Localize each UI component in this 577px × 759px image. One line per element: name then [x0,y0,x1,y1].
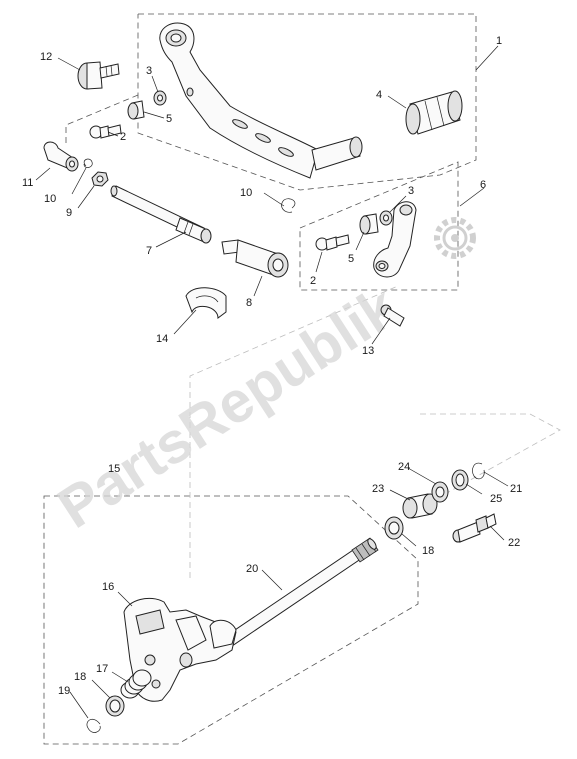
callout-25: 25 [490,493,502,505]
circlip-left [83,158,93,168]
circlip-lower [86,718,101,733]
lock-nut [91,171,109,187]
callout-4: 4 [376,89,382,101]
washer-lower-left [105,695,125,717]
assembly-box-outer [189,285,399,578]
callout-20: 20 [246,563,258,575]
callout-8: 8 [246,297,252,309]
rod-end [221,239,289,278]
callout-3-right: 3 [408,185,414,197]
assembly-box-1 [137,13,477,191]
callout-13: 13 [362,345,374,357]
callout-17: 17 [96,663,108,675]
ball-stud-right [315,234,350,251]
washer-lower-right [384,516,404,540]
callout-16: 16 [102,581,114,593]
spacer-right [359,213,379,235]
callout-15: 15 [108,463,120,475]
selector-arm [373,201,417,278]
callout-18-lower: 18 [74,671,86,683]
bush [402,493,438,519]
assembly-box-outer-right [419,413,561,509]
callout-14: 14 [156,333,168,345]
callout-6: 6 [480,179,486,191]
callout-1: 1 [496,35,502,47]
callout-3-upper: 3 [146,65,152,77]
selector-rod [110,185,212,244]
assembly-box-6 [299,161,459,291]
callout-24: 24 [398,461,410,473]
assembly-box-1-left [65,94,139,145]
ball-stud-upper [89,124,122,139]
callout-5-upper: 5 [166,113,172,125]
selector-shaft [225,537,379,647]
spring [120,669,152,699]
pedal-rubber [405,90,463,135]
callout-22: 22 [508,537,520,549]
callout-10-left: 10 [44,193,56,205]
watermark: PartsRepublik [47,274,410,541]
gear-icon [434,217,476,259]
callout-5-right: 5 [348,253,354,265]
callout-11: 11 [22,177,33,189]
callout-21: 21 [510,483,522,495]
washer-24 [431,481,449,503]
callout-9: 9 [66,207,72,219]
callout-19: 19 [58,685,70,697]
gear-pedal-lever [159,22,363,179]
leader-lines [35,45,509,719]
callout-23: 23 [372,483,384,495]
washer-right [379,210,393,226]
pivot-bolt [77,61,120,90]
selector-plate [123,597,237,702]
circlip-21 [472,462,485,480]
circlip-right [281,198,296,213]
spacer-upper [127,100,145,120]
arm-bolt [380,304,405,327]
callout-2-upper: 2 [120,131,126,143]
callout-12: 12 [40,51,52,63]
assembly-box-15 [43,495,419,745]
callout-18-right: 18 [422,545,434,557]
washer-upper [153,90,167,106]
ball-socket [43,141,79,172]
callout-2-right: 2 [310,275,316,287]
seal [451,469,469,491]
stud [452,513,497,543]
callout-10-right: 10 [240,187,252,199]
callouts: 1 4 12 3 5 2 11 10 9 10 7 8 14 6 3 5 2 1… [22,35,522,697]
retaining-clip [185,287,227,319]
watermark-text: PartsRepublik [47,274,410,541]
callout-7: 7 [146,245,152,257]
